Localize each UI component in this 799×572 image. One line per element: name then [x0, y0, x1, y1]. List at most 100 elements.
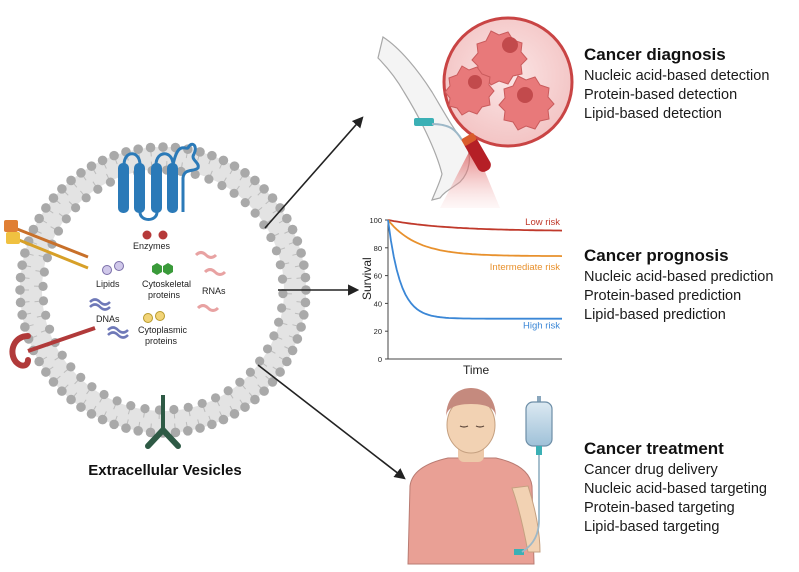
- lipid-head: [300, 297, 311, 308]
- survival-curve: [387, 219, 562, 320]
- lipid-head: [145, 427, 156, 438]
- treatment-item: Nucleic acid-based targeting: [584, 481, 767, 497]
- lipid-head: [278, 288, 288, 299]
- arrow-to-diagnosis: [264, 116, 364, 229]
- lipid-head: [121, 423, 131, 433]
- lipid-head: [210, 393, 221, 403]
- enzymes-icon: [142, 230, 168, 240]
- cancer-cell-icon: [444, 30, 555, 131]
- prognosis-panel: Cancer prognosis Nucleic acid-based pred…: [584, 245, 773, 325]
- vesicle-title: Extracellular Vesicles: [88, 462, 242, 479]
- lipid-head: [93, 184, 103, 194]
- lipid-head: [292, 236, 303, 246]
- lipid-head: [126, 400, 136, 411]
- lipid-head: [223, 386, 233, 396]
- y-tick-label: 60: [374, 272, 382, 281]
- lipid-head: [300, 272, 311, 283]
- lipid-head: [299, 260, 309, 270]
- dnas-label: DNAs: [96, 314, 120, 324]
- treatment-panel: Cancer treatment Cancer drug delivery Nu…: [584, 438, 767, 537]
- lipid-head: [250, 175, 260, 186]
- y-tick-label: 80: [374, 244, 382, 253]
- diagnosis-item: Protein-based detection: [584, 87, 738, 103]
- lipid-head: [145, 142, 156, 153]
- lipid-head: [28, 224, 39, 235]
- lipid-head: [218, 155, 229, 166]
- lipid-head: [217, 180, 227, 191]
- lipid-head: [169, 404, 179, 415]
- cytoskeletal-protein-icon: [152, 263, 173, 275]
- lipid-head: [38, 296, 49, 306]
- prognosis-item: Nucleic acid-based prediction: [584, 269, 774, 285]
- lipid-head: [66, 394, 76, 405]
- lipid-head: [66, 175, 76, 186]
- lipid-head: [190, 169, 200, 180]
- patient-illustration: [407, 388, 541, 565]
- lipid-head: [267, 377, 278, 387]
- diagnosis-item: Lipid-based detection: [584, 106, 722, 122]
- lipid-head: [273, 317, 284, 327]
- lipid-head: [277, 274, 288, 284]
- lipid-head: [229, 409, 240, 419]
- lipid-head: [53, 226, 64, 236]
- lipid-head: [48, 193, 59, 203]
- lipid-head: [170, 427, 181, 438]
- lipid-head: [259, 386, 269, 396]
- lipid-head: [87, 382, 97, 392]
- lipid-head: [34, 213, 44, 224]
- lipid-head: [76, 402, 86, 412]
- iv-bag-icon: [521, 396, 553, 553]
- lipid-head: [275, 260, 285, 270]
- lipid-head: [287, 345, 298, 356]
- lipid-head: [197, 398, 207, 409]
- lipid-head: [112, 396, 122, 406]
- lipid-head: [262, 344, 273, 354]
- lipid-head: [275, 203, 285, 213]
- lipid-head: [229, 161, 240, 171]
- x-axis-label: Time: [463, 363, 490, 377]
- lipid-head: [299, 310, 309, 320]
- lipid-head: [57, 350, 67, 360]
- lipid-head: [275, 367, 285, 377]
- prognosis-title: Cancer prognosis: [584, 246, 729, 265]
- lipid-head: [57, 184, 67, 194]
- lipid-head: [158, 142, 168, 152]
- cytoplasmic-label-2: proteins: [145, 336, 178, 346]
- lipid-head: [105, 177, 116, 187]
- receptor-icon: [4, 220, 89, 270]
- lipid-head: [240, 198, 250, 208]
- lipid-head: [20, 248, 30, 258]
- arrow-to-treatment: [257, 364, 406, 480]
- treatment-item: Protein-based targeting: [584, 500, 735, 516]
- lipid-head: [229, 188, 239, 198]
- lipid-head: [204, 174, 214, 184]
- dna-icon: [89, 298, 129, 339]
- lipid-head: [17, 310, 27, 320]
- lipid-head: [133, 426, 143, 436]
- lipid-head: [61, 214, 71, 224]
- lipid-heads-outer: [15, 142, 311, 438]
- lipid-head: [39, 267, 49, 277]
- lipid-head: [267, 193, 278, 203]
- y-tick-label: 0: [378, 355, 382, 364]
- lipid-head: [76, 168, 86, 178]
- cytoskeletal-label-1: Cytoskeletal: [142, 279, 191, 289]
- lipid-head: [282, 356, 292, 367]
- lipid-head: [282, 213, 292, 224]
- survival-curve: [387, 219, 563, 232]
- membrane-protein-icon: [118, 142, 200, 221]
- prognosis-item: Protein-based prediction: [584, 288, 742, 304]
- antibody-icon: [145, 395, 181, 449]
- lipid-head: [195, 423, 205, 433]
- y-tick-label: 20: [374, 327, 382, 336]
- lipid-head: [20, 322, 30, 332]
- diagnosis-panel: Cancer diagnosis Nucleic acid-based dete…: [584, 44, 769, 124]
- lipid-head: [133, 144, 143, 154]
- lipid-head: [296, 248, 306, 258]
- lipid-head: [195, 147, 205, 157]
- lipid-head: [292, 334, 303, 344]
- lipid-head: [245, 367, 255, 377]
- lipid-head: [287, 224, 298, 235]
